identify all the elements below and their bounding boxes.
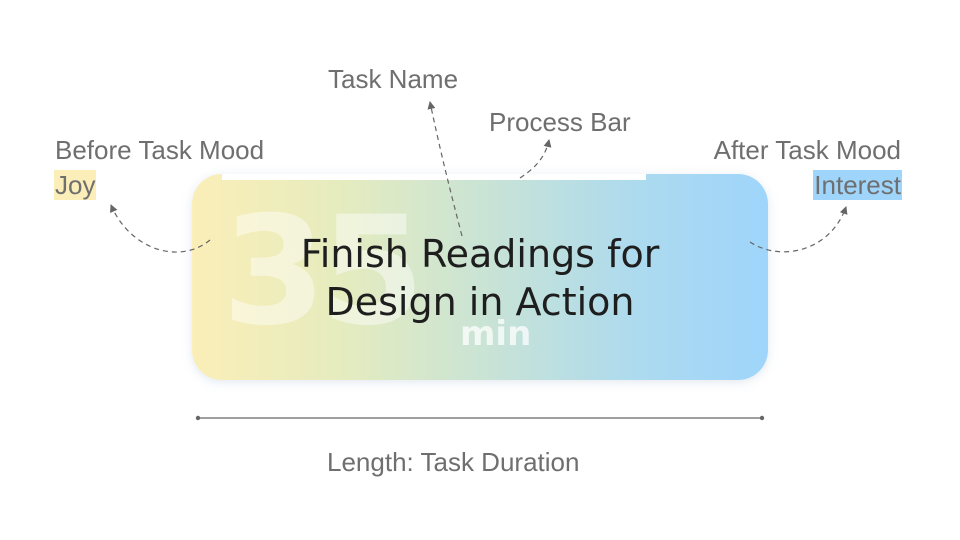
task-name-line-2: Design in Action (325, 280, 635, 324)
process-bar-arrow (519, 139, 552, 179)
process-bar (222, 174, 646, 180)
task-name-label: Task Name (328, 64, 459, 94)
before-mood-arrow (110, 204, 211, 253)
after-task-mood-label: After Task Mood (713, 135, 901, 165)
task-name-arrow (427, 101, 463, 237)
length-line-start-dot (195, 415, 201, 421)
before-task-mood-label: Before Task Mood (55, 135, 265, 165)
task-card[interactable]: 35 min Finish Readings for Design in Act… (192, 174, 768, 380)
length-label: Length: Task Duration (327, 447, 580, 477)
duration-minutes-watermark: 35 (222, 185, 425, 359)
length-line-end-dot (759, 415, 765, 421)
after-mood-arrow (749, 206, 848, 253)
task-name-line-1: Finish Readings for (300, 232, 660, 276)
process-bar-label: Process Bar (489, 107, 631, 137)
before-mood-value: Joy (54, 170, 97, 200)
after-mood-value: Interest (813, 170, 902, 200)
duration-unit: min (460, 314, 532, 354)
task-name: Finish Readings for Design in Action (192, 230, 768, 326)
